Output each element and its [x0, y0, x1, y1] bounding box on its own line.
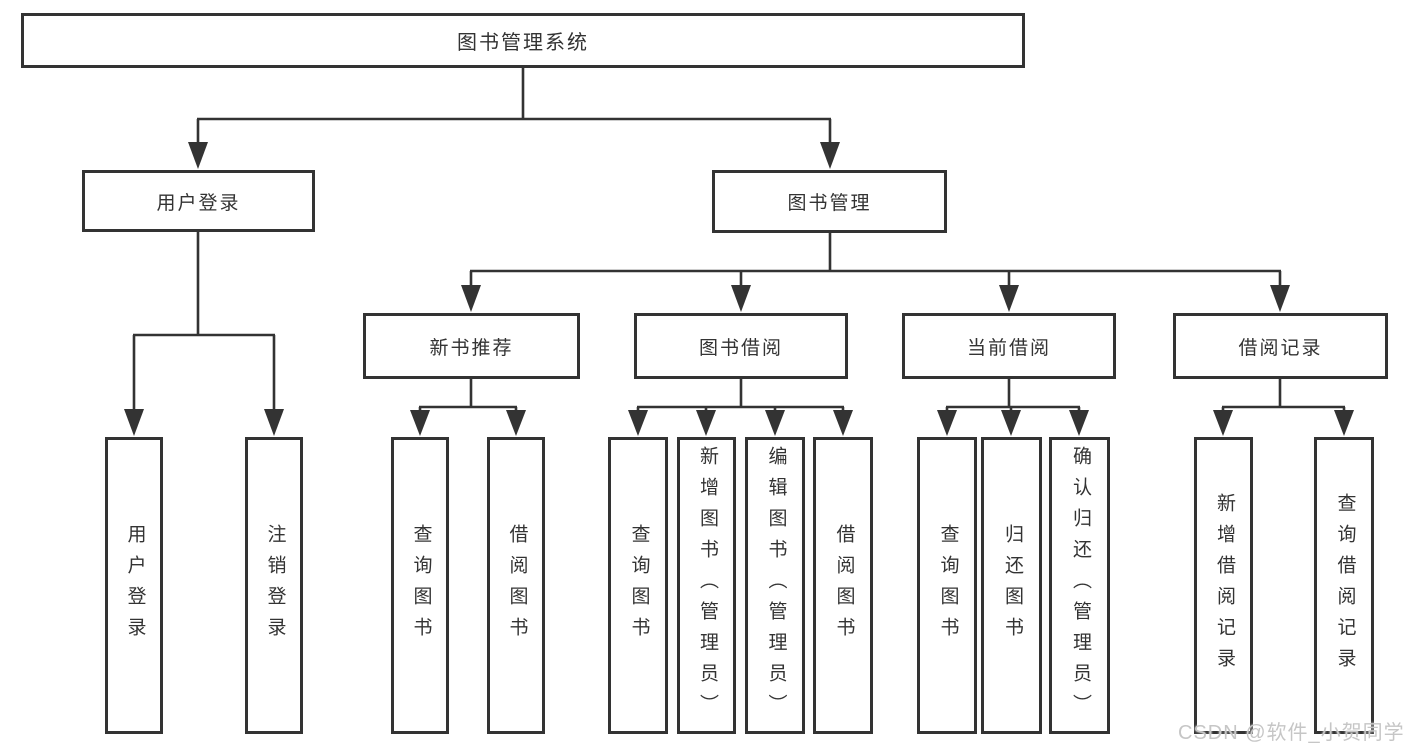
arrowhead — [506, 410, 526, 436]
leaf-query-books-current: 查询图书 — [917, 437, 977, 734]
watermark: CSDN @软件_小贺同学 — [1178, 722, 1405, 744]
arrowhead — [937, 410, 957, 436]
node-current-borrow: 当前借阅 — [902, 313, 1116, 379]
node-book-management: 图书管理 — [712, 170, 947, 233]
leaf-logout: 注销登录 — [245, 437, 303, 734]
leaf-query-books-recommend-label: 查询图书 — [410, 523, 432, 648]
arrowhead — [1334, 410, 1354, 436]
leaf-confirm-return-admin: 确认归还（管理员） — [1049, 437, 1110, 734]
arrowhead — [765, 410, 785, 436]
node-root: 图书管理系统 — [21, 13, 1025, 68]
arrowhead — [1270, 285, 1290, 312]
arrowhead — [1001, 410, 1021, 436]
arrowhead — [731, 285, 751, 312]
leaf-query-borrow-record: 查询借阅记录 — [1314, 437, 1374, 734]
leaf-borrow-books: 借阅图书 — [813, 437, 873, 734]
node-borrow-records: 借阅记录 — [1173, 313, 1388, 379]
leaf-add-borrow-record-label: 新增借阅记录 — [1213, 492, 1235, 679]
leaf-query-books-borrow-label: 查询图书 — [628, 523, 650, 648]
leaf-add-borrow-record: 新增借阅记录 — [1194, 437, 1253, 734]
connector-borrow-records — [1221, 379, 1346, 415]
leaf-borrow-books-label: 借阅图书 — [833, 523, 855, 648]
node-new-book-recommend: 新书推荐 — [363, 313, 580, 379]
arrowhead — [833, 410, 853, 436]
connector-book-management — [469, 233, 1282, 291]
arrowhead — [188, 142, 208, 169]
arrowhead — [820, 142, 840, 169]
arrowhead — [410, 410, 430, 436]
arrowhead — [124, 409, 144, 436]
leaf-query-borrow-record-label: 查询借阅记录 — [1334, 492, 1356, 679]
node-user-login: 用户登录 — [82, 170, 315, 232]
node-book-borrow: 图书借阅 — [634, 313, 848, 379]
connector-book-borrow — [636, 379, 845, 415]
leaf-borrow-books-recommend-label: 借阅图书 — [506, 523, 528, 648]
arrowhead — [1069, 410, 1089, 436]
connector-user-login — [132, 232, 276, 414]
leaf-return-books-label: 归还图书 — [1001, 523, 1023, 648]
leaf-user-login: 用户登录 — [105, 437, 163, 734]
connector-new-book-recommend — [418, 379, 518, 415]
arrowhead — [696, 410, 716, 436]
leaf-return-books: 归还图书 — [981, 437, 1042, 734]
leaf-query-books-current-label: 查询图书 — [937, 523, 959, 648]
arrowhead — [628, 410, 648, 436]
leaf-user-login-label: 用户登录 — [124, 523, 146, 648]
leaf-query-books-borrow: 查询图书 — [608, 437, 668, 734]
leaf-confirm-return-admin-label: 确认归还（管理员） — [1069, 446, 1091, 725]
leaf-query-books-recommend: 查询图书 — [391, 437, 449, 734]
arrowhead — [264, 409, 284, 436]
leaf-borrow-books-recommend: 借阅图书 — [487, 437, 545, 734]
arrowhead — [1213, 410, 1233, 436]
leaf-edit-book-admin-label: 编辑图书（管理员） — [765, 446, 787, 725]
arrowhead — [999, 285, 1019, 312]
connector-root — [196, 68, 832, 146]
leaf-add-book-admin-label: 新增图书（管理员） — [696, 446, 718, 725]
leaf-logout-label: 注销登录 — [264, 523, 286, 648]
connector-current-borrow — [945, 379, 1081, 415]
leaf-edit-book-admin: 编辑图书（管理员） — [745, 437, 805, 734]
leaf-add-book-admin: 新增图书（管理员） — [677, 437, 736, 734]
arrowhead — [461, 285, 481, 312]
